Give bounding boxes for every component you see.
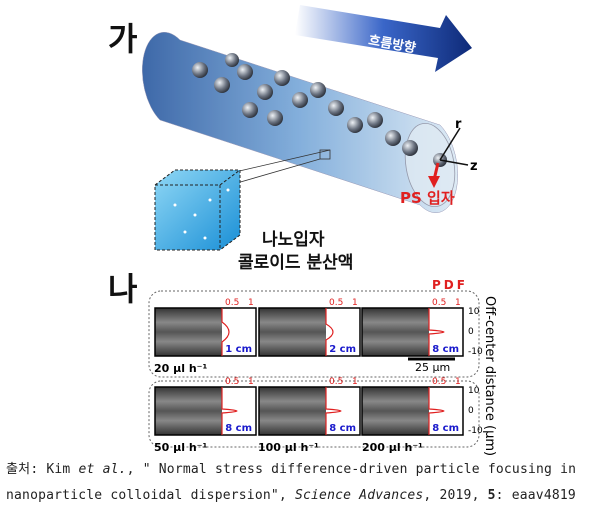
micrograph-panel: 0.5 1 8 cm — [258, 377, 361, 436]
panel-frame — [361, 307, 464, 357]
citation-id: : eaav4819 — [495, 488, 576, 503]
nanoparticle-label: 나노입자 — [262, 230, 325, 250]
axis-z-label: z — [470, 159, 478, 174]
scale-bar-label: 25 μm — [415, 361, 450, 374]
micrograph-image — [362, 387, 429, 435]
micrograph-panel: 0.5 1 8 cm 10 0 -10 — [361, 298, 483, 357]
y-tick: 0 — [468, 406, 474, 416]
citation-journal: Science Advances — [294, 488, 424, 503]
micrograph-image — [155, 387, 222, 435]
citation-line-2: nanoparticle colloidal dispersion", Scie… — [6, 488, 576, 504]
ps-particle-label: PS 입자 — [400, 189, 455, 207]
distance-label: 2 cm — [329, 344, 356, 355]
flow-direction-arrow: 흐름방향 — [295, 5, 472, 72]
pdf-plot — [326, 308, 360, 356]
colloid-label: 콜로이드 분산액 — [238, 253, 353, 273]
pdf-tick: 1 — [455, 377, 461, 387]
distance-label: 8 cm — [329, 423, 356, 434]
pdf-tick: 0.5 — [329, 298, 343, 308]
pdf-tick: 0.5 — [225, 377, 239, 387]
pdf-curve — [221, 308, 230, 356]
pdf-tick: 1 — [455, 298, 461, 308]
micrograph-image — [259, 387, 326, 435]
distance-label: 8 cm — [432, 423, 459, 434]
citation-prefix: 출처: Kim — [6, 462, 79, 477]
distance-label: 8 cm — [432, 344, 459, 355]
panel-b-label: 나 — [108, 270, 137, 308]
pdf-tick: 0.5 — [432, 377, 446, 387]
panel-frame — [154, 386, 257, 436]
micrograph-panel: 0.5 1 2 cm — [258, 298, 361, 357]
micrograph-panel: 0.5 1 1 cm — [154, 298, 257, 357]
micrograph-panel: 0.5 1 8 cm 10 0 -10 — [361, 377, 483, 436]
pdf-tick: 1 — [248, 377, 254, 387]
citation-title: , " Normal stress difference-driven part… — [126, 462, 577, 477]
y-axis-label: Off-center distance (μm) — [482, 296, 497, 456]
flow-rate-100: 100 μl h⁻¹ — [258, 441, 319, 454]
group-20ul — [148, 290, 480, 378]
pdf-curve — [428, 308, 445, 356]
y-tick: 10 — [468, 386, 480, 396]
panel-frame — [258, 386, 361, 436]
micrograph-image — [362, 308, 429, 356]
pdf-tick: 1 — [352, 298, 358, 308]
y-tick: -10 — [468, 347, 483, 357]
pdf-tick: 0.5 — [225, 298, 239, 308]
panel-frame — [258, 307, 361, 357]
pdf-curve — [221, 387, 238, 435]
pdf-tick: 1 — [248, 298, 254, 308]
pdf-curve — [325, 387, 342, 435]
ps-particles — [192, 53, 447, 167]
pdf-plot — [222, 308, 256, 356]
pdf-plot — [222, 387, 256, 435]
pdf-plot — [429, 387, 463, 435]
flow-rate-20: 20 μl h⁻¹ — [154, 362, 207, 375]
y-tick: -10 — [468, 426, 483, 436]
panel-frame — [154, 307, 257, 357]
micrograph-panel: 0.5 1 8 cm — [154, 377, 257, 436]
micrograph-image — [259, 308, 326, 356]
citation-line-1: 출처: Kim et al., " Normal stress differen… — [6, 462, 576, 478]
panel-frame — [361, 386, 464, 436]
citation-year: , 2019, — [423, 488, 488, 503]
pdf-curve — [325, 308, 334, 356]
nanoparticle-cube — [154, 169, 241, 251]
pdf-label: PDF — [432, 278, 468, 292]
tube-diagram: r z — [142, 31, 478, 214]
distance-label: 1 cm — [225, 344, 252, 355]
citation-etal: et al. — [78, 462, 127, 477]
y-tick: 0 — [468, 327, 474, 337]
citation-volume: 5 — [487, 488, 496, 503]
pdf-tick: 1 — [352, 377, 358, 387]
citation-title-end: nanoparticle colloidal dispersion", — [6, 488, 295, 503]
pdf-tick: 0.5 — [329, 377, 343, 387]
flow-rate-200: 200 μl h⁻¹ — [362, 441, 423, 454]
y-tick: 10 — [468, 307, 480, 317]
axes-icon: r z — [428, 117, 478, 188]
pdf-tick: 0.5 — [432, 298, 446, 308]
pdf-curve — [428, 387, 445, 435]
panel-a-label: 가 — [108, 20, 137, 58]
axis-r-label: r — [455, 117, 462, 132]
distance-label: 8 cm — [225, 423, 252, 434]
group-8cm — [148, 380, 480, 448]
pdf-plot — [326, 387, 360, 435]
pdf-plot — [429, 308, 463, 356]
flow-rate-50: 50 μl h⁻¹ — [154, 441, 207, 454]
micrograph-image — [155, 308, 222, 356]
